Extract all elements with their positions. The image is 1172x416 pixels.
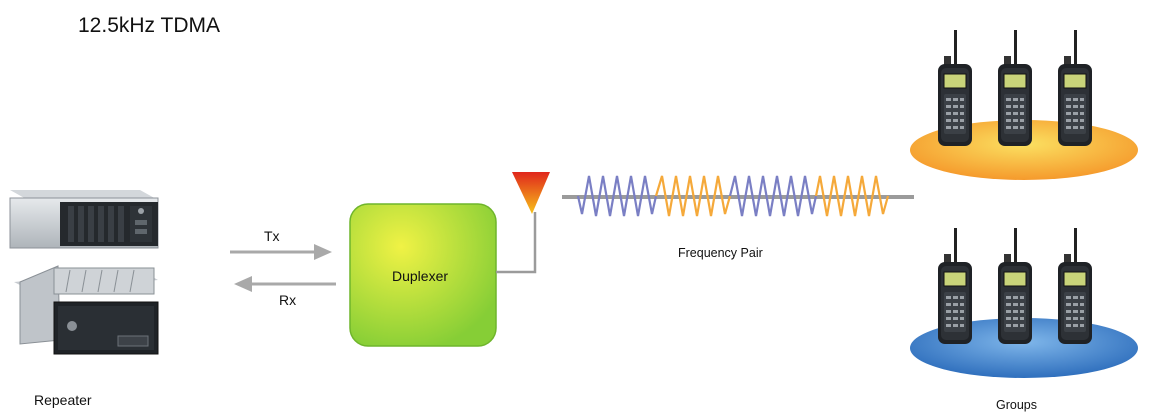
repeater-label: Repeater: [34, 392, 92, 408]
duplexer-box: [349, 203, 497, 347]
duplexer-label: Duplexer: [392, 268, 449, 284]
tx-label: Tx: [264, 228, 280, 244]
tx-arrow: [230, 244, 332, 260]
group-top: [910, 29, 1138, 180]
frequency-wave: [576, 175, 890, 217]
rx-arrow: [234, 276, 336, 292]
antenna-feed-line: [496, 212, 537, 274]
diagram-title: 12.5kHz TDMA: [78, 14, 220, 37]
groups-label: Groups: [996, 398, 1037, 412]
frequency-pair-label: Frequency Pair: [678, 246, 763, 260]
group-bottom: [910, 227, 1138, 378]
rx-label: Rx: [279, 292, 297, 308]
repeater-image: [9, 190, 159, 355]
antenna-icon: [512, 172, 550, 214]
